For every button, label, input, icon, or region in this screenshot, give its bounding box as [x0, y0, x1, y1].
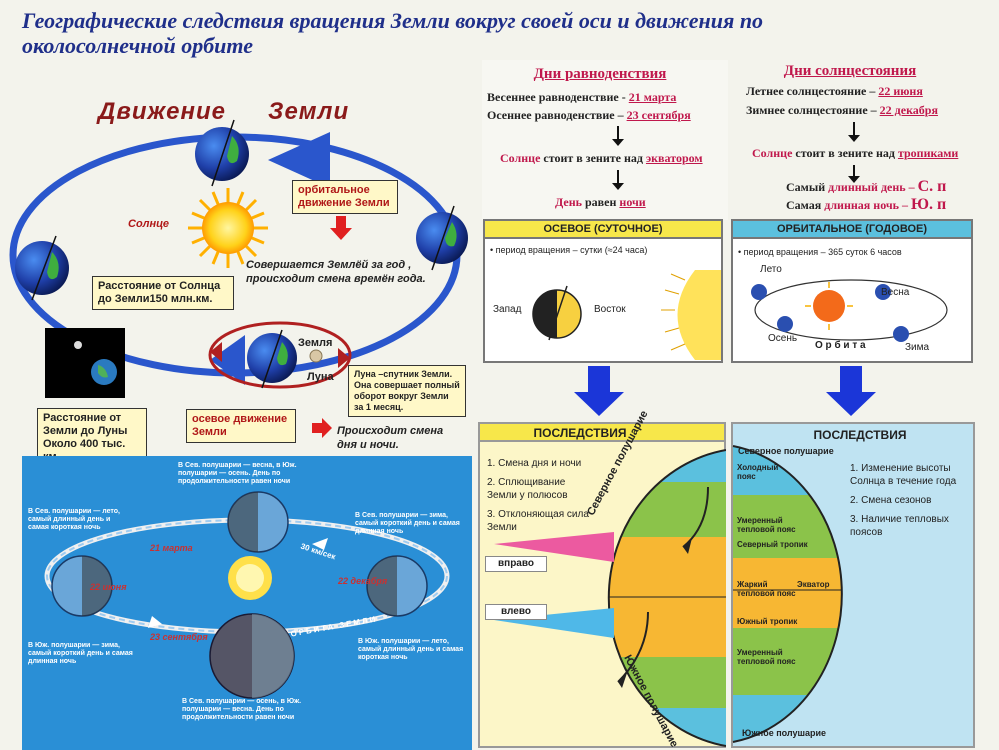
orbital-title: ОРБИТАЛЬНОЕ (ГОДОВОЕ)	[731, 219, 973, 239]
spring-label: Весна	[881, 287, 910, 298]
note-south-summer: В Юж. полушарии — лето, самый длинный де…	[358, 638, 464, 661]
page-title: Географические следствия вращения Земли …	[22, 8, 764, 58]
axial-period: • период вращения – сутки (≈24 часа)	[490, 245, 648, 255]
note-summer: В Сев. полушарии — лето, самый длинный д…	[28, 508, 120, 531]
september-label: 23 сентября	[150, 632, 208, 642]
axial-rotation-diagram	[532, 270, 721, 360]
earth-label: Земля	[298, 337, 333, 349]
axial-consequences-list: 1. Смена дня и ночи 2. Сплющивание Земли…	[487, 458, 589, 533]
equinox-title: Дни равноденствия	[533, 66, 667, 82]
earth-icon	[195, 119, 249, 187]
moon-label: Луна	[307, 371, 334, 383]
down-arrow-icon	[574, 366, 624, 416]
axial-consequences-title: ПОСЛЕДСТВИЯ	[533, 426, 627, 440]
left-deflection-tag: влево	[485, 604, 547, 620]
day-equals-night-row: День равен ночи	[555, 195, 646, 209]
south-hemisphere-label: Южное полушарие	[742, 728, 827, 738]
temperate-belt-south-label: Умеренный тепловой пояс	[737, 648, 796, 666]
east-label: Восток	[594, 304, 626, 315]
sun-label: Солнце	[128, 218, 169, 230]
solstice-zenith-row: Солнце стоит в зените над тропиками	[752, 146, 959, 160]
moon-icon	[309, 349, 323, 363]
earth-icon	[209, 613, 295, 699]
note-south-winter: В Юж. полушарии — зима, самый короткий д…	[28, 642, 133, 665]
axial-title: ОСЕВОЕ (СУТОЧНОЕ)	[483, 219, 723, 239]
north-hemisphere-label: Северное полушарие	[738, 446, 834, 456]
orbital-period: • период вращения – 365 суток 6 часов	[738, 247, 902, 257]
down-arrow-icon	[826, 366, 876, 416]
orbital-arrow-icon	[330, 216, 352, 240]
winter-solstice-row: Зимнее солнцестояние – 22 декабря	[746, 103, 938, 117]
equinox-panel	[482, 60, 728, 220]
earth-icon	[416, 205, 468, 271]
note-spring: В Сев. полушарии — весна, в Юж. полушари…	[178, 462, 297, 485]
equator-label: Экватор	[797, 580, 830, 589]
sun-distance-box: Расстояние от Солнца до Земли150 млн.км.	[92, 276, 234, 310]
orbital-panel	[731, 219, 973, 363]
orbital-rotation-diagram	[751, 279, 948, 342]
summer-solstice-row: Летнее солнцестояние – 22 июня	[746, 84, 923, 98]
moon-orbit	[208, 321, 352, 389]
note-winter: В Сев. полушарии — зима, самый короткий …	[355, 512, 460, 535]
down-arrow-icon	[617, 170, 619, 184]
down-arrow-icon	[853, 122, 855, 136]
orbital-consequences-globe	[732, 445, 843, 743]
cold-belt-label: Холодный пояс	[737, 463, 779, 481]
down-arrow-icon	[617, 126, 619, 140]
moon-note: Луна –спутник Земли. Она совершает полны…	[348, 365, 466, 417]
orbit-direction-arrow	[268, 132, 330, 188]
earth-icon	[366, 555, 428, 617]
solstice-title: Дни солнцестояния	[783, 63, 917, 79]
earth-motion-diagram	[9, 119, 468, 438]
winter-label: Зима	[905, 342, 930, 353]
axial-arrow-icon	[312, 418, 332, 438]
note-autumn: В Сев. полушарии — осень, в Юж. полушари…	[182, 698, 302, 721]
temperate-belt-north-label: Умеренный тепловой пояс	[737, 516, 796, 534]
orbital-motion-box: орбитальное движение Земли	[292, 180, 398, 214]
north-tropic-label: Северный тропик	[737, 540, 808, 549]
axial-consequences-globe	[494, 449, 726, 747]
autumn-equinox-row: Осеннее равноденствие – 23 сентября	[487, 108, 691, 122]
longest-day-row: Самый длинный день – С. п	[786, 178, 947, 195]
earth-icon	[227, 491, 289, 553]
seasons-orbit-diagram	[44, 491, 450, 699]
december-label: 22 декабря	[338, 576, 388, 586]
south-tropic-label: Южный тропик	[737, 617, 798, 626]
axial-motion-box: осевое движение Земли	[186, 409, 296, 443]
earth-icon	[247, 329, 297, 389]
equinox-zenith-row: Солнце стоит в зените над экватором	[500, 151, 703, 165]
spring-equinox-row: Весеннее равноденствие - 21 марта	[487, 90, 677, 104]
orbit-label: О р б и т а	[815, 340, 866, 351]
orbital-consequences-list: 1. Изменение высоты Солнца в течение год…	[850, 463, 957, 538]
sun-icon	[188, 188, 268, 268]
june-label: 22 июня	[90, 582, 127, 592]
summer-label: Лето	[760, 264, 782, 275]
orbit-direction-arrow-lower	[210, 335, 245, 385]
year-note: Совершается Землёй за год , происходит с…	[246, 259, 426, 285]
march-label: 21 марта	[150, 543, 193, 553]
autumn-label: Осень	[768, 333, 798, 344]
west-label: Запад	[493, 304, 522, 315]
earth-icon	[51, 555, 113, 617]
down-arrow-icon	[853, 165, 855, 177]
longest-night-row: Самая длинная ночь – Ю. п	[786, 196, 947, 213]
orbital-consequences-title: ПОСЛЕДСТВИЯ	[813, 428, 907, 442]
day-night-note: Происходит смена дня и ночи.	[337, 425, 444, 451]
hot-belt-label: Жаркий тепловой пояс	[737, 580, 796, 598]
earth-icon	[15, 235, 69, 301]
right-deflection-tag: вправо	[485, 556, 547, 572]
